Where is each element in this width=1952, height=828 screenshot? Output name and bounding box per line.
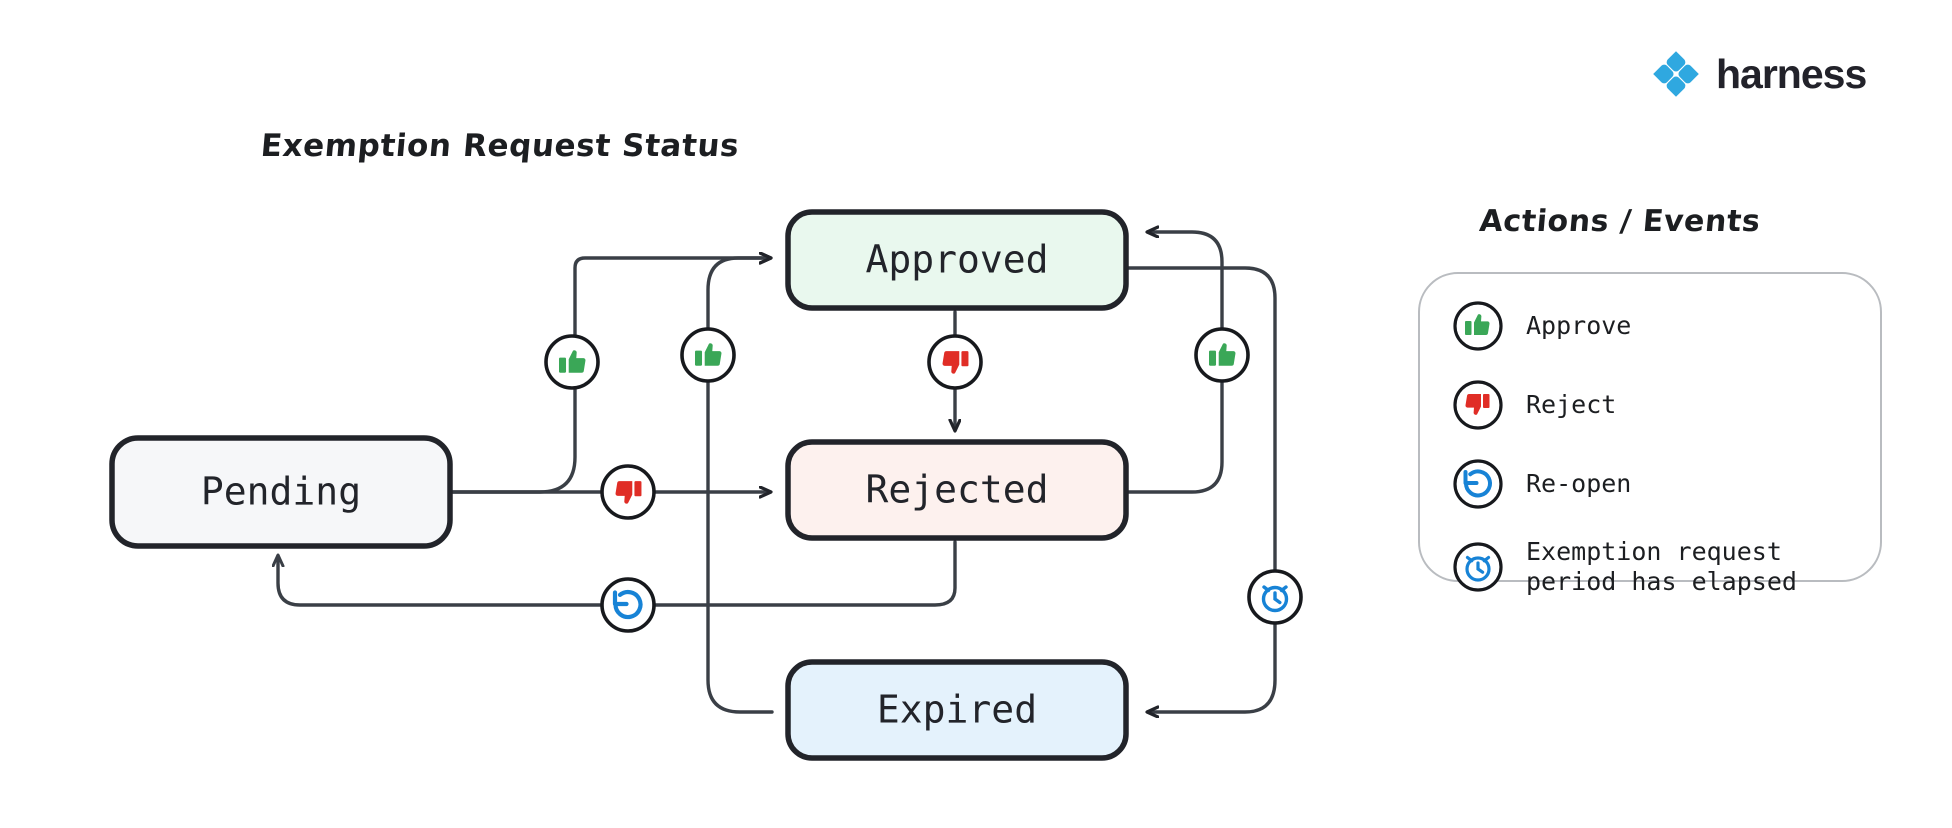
node-rejected-label: Rejected xyxy=(865,468,1048,512)
edge-expired-to-approved xyxy=(706,258,774,714)
edge-badge-reject-approved[interactable] xyxy=(927,334,983,390)
edge-badge-reopen[interactable] xyxy=(600,577,656,633)
edge-badge-approve-expired[interactable] xyxy=(680,327,736,383)
node-expired-label: Expired xyxy=(877,688,1037,732)
thumbs-up-icon xyxy=(1453,301,1503,351)
harness-logo: harness xyxy=(1650,48,1867,100)
legend-item-reopen[interactable]: Re-open xyxy=(1452,458,1882,510)
legend-item-reject-label: Reject xyxy=(1526,390,1617,420)
alarm-clock-icon xyxy=(1453,541,1503,592)
node-approved[interactable]: Approved xyxy=(785,209,1129,311)
edge-approved-to-expired xyxy=(1125,266,1277,712)
legend-item-approve-label: Approve xyxy=(1526,311,1632,341)
edge-badge-approve-pending[interactable] xyxy=(544,334,600,390)
thumbs-down-icon xyxy=(1453,380,1503,430)
node-expired[interactable]: Expired xyxy=(785,659,1129,761)
state-flow-diagram: Pending Approved Rejected Expired xyxy=(109,209,1303,761)
legend-item-reject[interactable]: Reject xyxy=(1452,379,1882,431)
legend-item-elapsed-label: Exemption request period has elapsed xyxy=(1526,537,1797,596)
legend-items: Approve Reject Re-open xyxy=(1452,300,1882,623)
edge-badge-elapsed[interactable] xyxy=(1247,569,1303,625)
edge-badge-reject-pending[interactable] xyxy=(600,464,656,520)
legend-item-elapsed[interactable]: Exemption request period has elapsed xyxy=(1452,537,1882,596)
node-approved-label: Approved xyxy=(865,238,1048,282)
harness-diamond-logo-icon xyxy=(1653,51,1699,97)
legend-title: Actions / Events xyxy=(1478,204,1762,239)
node-pending[interactable]: Pending xyxy=(109,435,453,549)
edge-badge-approve-rejected[interactable] xyxy=(1194,327,1250,383)
brand-name: harness xyxy=(1716,50,1867,97)
re-open-icon xyxy=(1453,459,1503,509)
legend-item-reopen-label: Re-open xyxy=(1526,469,1632,499)
legend-item-approve[interactable]: Approve xyxy=(1452,300,1882,352)
node-pending-label: Pending xyxy=(201,470,361,514)
node-rejected[interactable]: Rejected xyxy=(785,439,1129,541)
